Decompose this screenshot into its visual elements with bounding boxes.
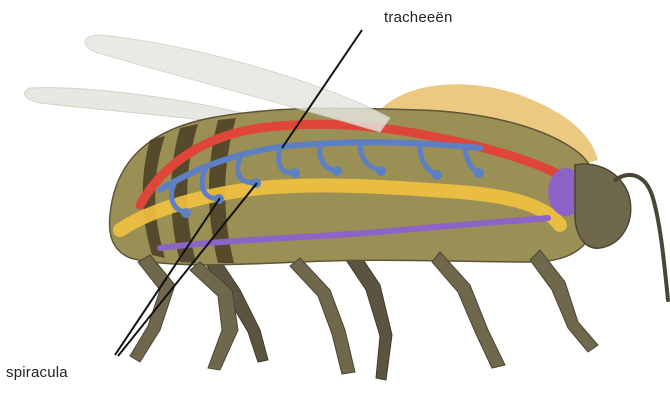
tracheae-label: tracheeën [384,9,453,26]
spiracles-label: spiracula [6,364,68,381]
